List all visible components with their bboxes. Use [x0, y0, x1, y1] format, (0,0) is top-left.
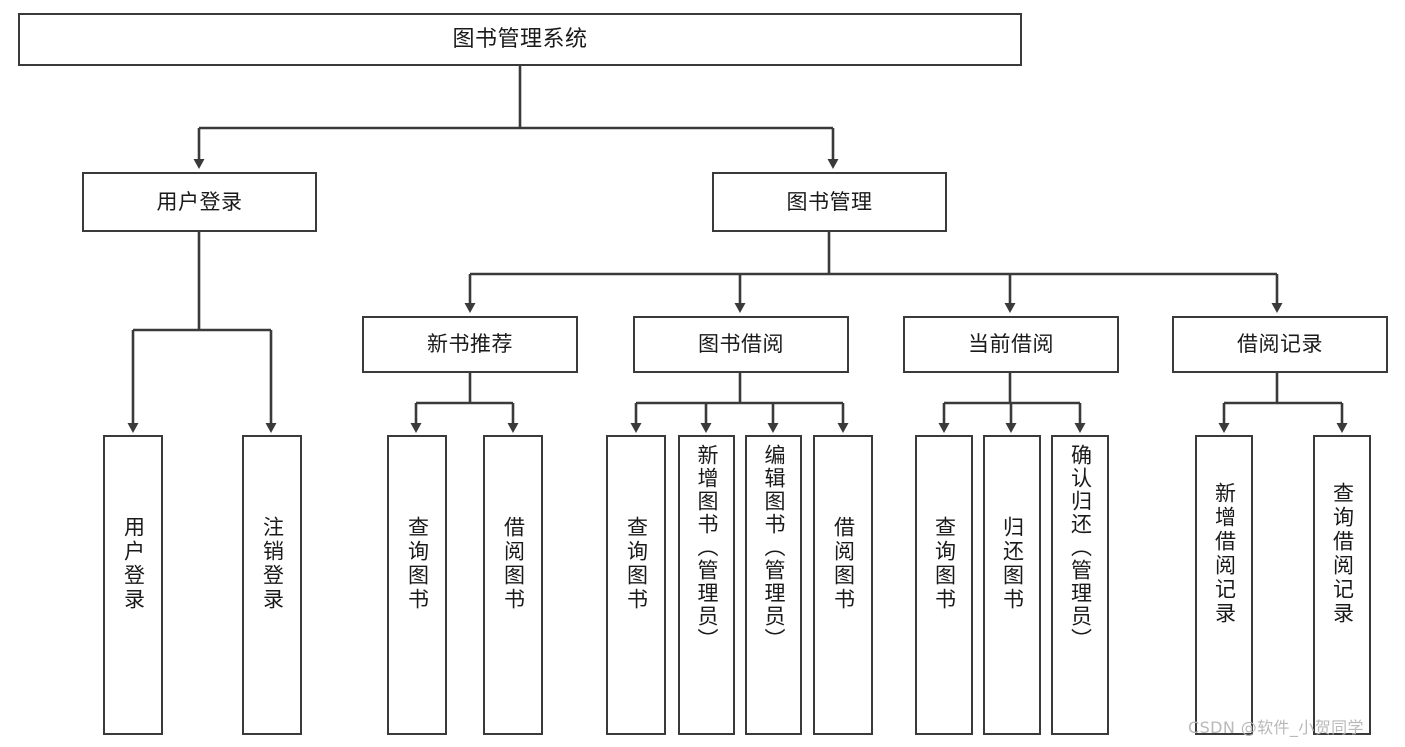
node-add-borrow-record[interactable]: 新增借阅记录: [1195, 435, 1253, 735]
node-query-book-3[interactable]: 查询图书: [915, 435, 973, 735]
node-label: 图书管理系统: [452, 26, 588, 52]
node-current-borrow[interactable]: 当前借阅: [903, 316, 1119, 373]
node-label: 新增借阅记录: [1212, 482, 1237, 626]
node-label: 新增图书（管理员）: [695, 444, 719, 651]
node-label: 确认归还（管理员）: [1068, 444, 1093, 651]
node-borrow-record[interactable]: 借阅记录: [1172, 316, 1388, 373]
node-book-borrow[interactable]: 图书借阅: [633, 316, 849, 373]
node-label: 查询借阅记录: [1330, 482, 1355, 626]
node-edit-book-admin[interactable]: 编辑图书（管理员）: [745, 435, 802, 735]
node-return-book[interactable]: 归还图书: [983, 435, 1041, 735]
node-query-book-1[interactable]: 查询图书: [387, 435, 447, 735]
node-label: 借阅图书: [831, 516, 856, 612]
node-label: 借阅记录: [1237, 332, 1323, 357]
node-user-login-leaf[interactable]: 用户登录: [103, 435, 163, 735]
node-label: 用户登录: [121, 516, 146, 612]
node-root-system[interactable]: 图书管理系统: [18, 13, 1022, 66]
node-label: 查询图书: [405, 516, 430, 612]
node-label: 编辑图书（管理员）: [762, 444, 786, 651]
node-label: 当前借阅: [968, 332, 1054, 357]
node-query-book-2[interactable]: 查询图书: [606, 435, 666, 735]
node-label: 注销登录: [260, 516, 285, 612]
node-book-management[interactable]: 图书管理: [712, 172, 947, 232]
node-borrow-book-1[interactable]: 借阅图书: [483, 435, 543, 735]
node-label: 图书管理: [786, 189, 873, 214]
node-user-login[interactable]: 用户登录: [82, 172, 317, 232]
node-label: 用户登录: [156, 189, 243, 214]
node-query-borrow-record[interactable]: 查询借阅记录: [1313, 435, 1371, 735]
node-logout-leaf[interactable]: 注销登录: [242, 435, 302, 735]
node-new-book-recommend[interactable]: 新书推荐: [362, 316, 578, 373]
node-borrow-book-2[interactable]: 借阅图书: [813, 435, 873, 735]
node-label: 图书借阅: [698, 332, 784, 357]
node-label: 借阅图书: [501, 516, 526, 612]
csdn-watermark: CSDN @软件_小贺同学: [1188, 718, 1364, 737]
node-add-book-admin[interactable]: 新增图书（管理员）: [678, 435, 735, 735]
node-label: 新书推荐: [427, 332, 513, 357]
node-confirm-return-admin[interactable]: 确认归还（管理员）: [1051, 435, 1109, 735]
node-label: 查询图书: [624, 516, 649, 612]
node-label: 归还图书: [1000, 516, 1025, 612]
node-label: 查询图书: [932, 516, 957, 612]
